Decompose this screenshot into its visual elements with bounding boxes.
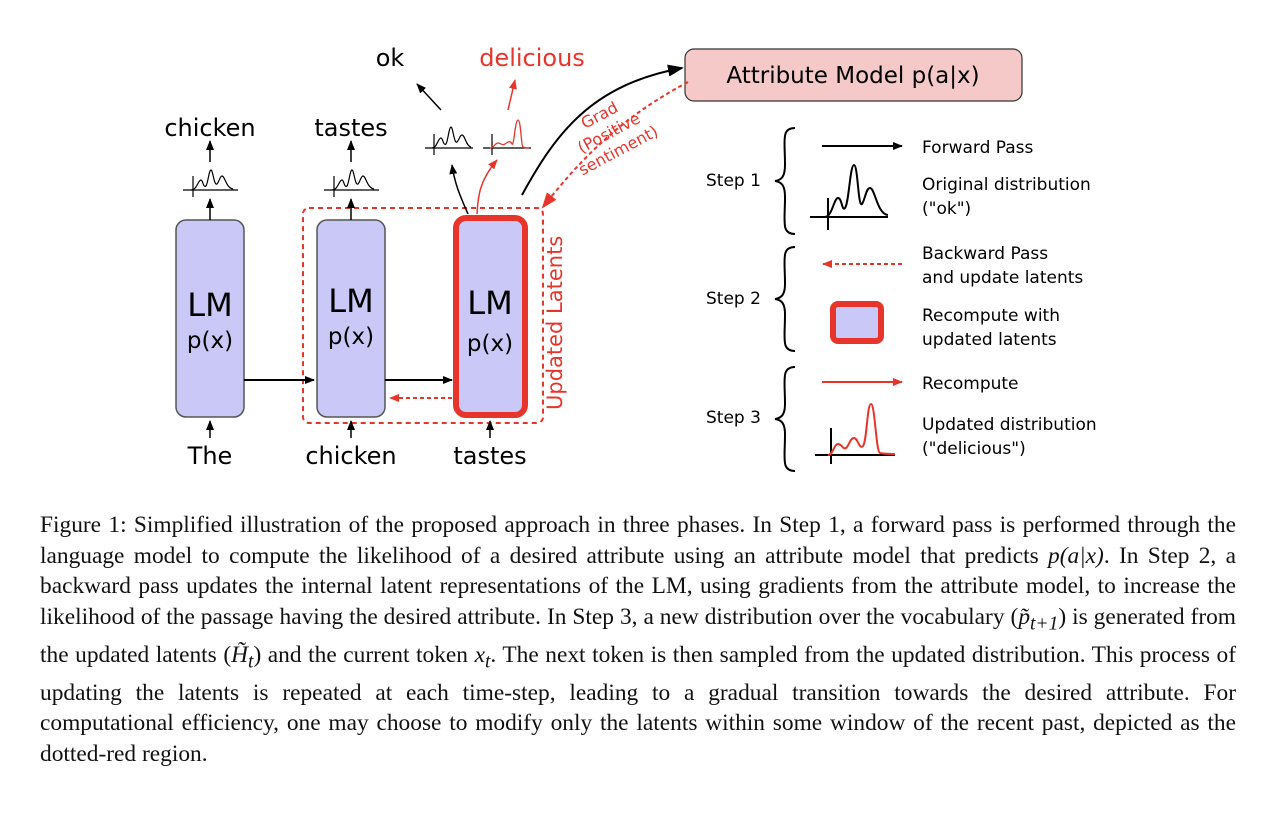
attribute-model-box: Attribute Model p(a|x) [684,48,1023,102]
caption-text-2: . In Step 2, a backward pass updates the… [40,542,1236,630]
black-distribution-icon [810,163,889,230]
caption-text-1: Simplified illustration of the proposed … [40,512,1236,569]
updated-distribution-icon [483,119,531,155]
updated-latents-label: Updated Latents [543,236,567,410]
legend-step-3-label: Step 3 [706,408,761,428]
attribute-model-label: Attribute Model p(a|x) [726,63,979,89]
forward-to-attribute-arrow [521,64,684,196]
lm-block-2-subtitle: p(x) [328,324,374,350]
caption-text-4: ) and the current token [253,641,475,668]
lm-block-3-title: LM [467,284,512,322]
lm-block-2-title: LM [328,282,373,320]
output-token-chicken: chicken [164,114,255,142]
lm-block-3-subtitle: p(x) [467,331,513,357]
lm-block-3-updated: LM p(x) [453,215,528,418]
output-lm2: tastes [314,114,388,220]
legend-backward-pass-sub: and update latents [922,268,1083,288]
input-token-chicken: chicken [305,442,396,470]
output-lm1: chicken [164,114,256,220]
input-token-the: The [187,442,233,470]
legend-updated-distribution-sub: ("delicious") [922,439,1026,459]
legend-recompute-updated: Recompute with [922,306,1060,326]
branch-output-delicious: delicious [479,44,585,72]
input-token-tastes: tastes [453,442,526,470]
caption-math-p-a-given-x: p(a|x) [1048,542,1104,569]
legend-step-2: Step 2 Backward Pass and update latents … [706,244,1083,352]
lm-block-1-subtitle: p(x) [187,328,233,354]
caption-math-h-tilde-sub: t [248,651,254,673]
distribution-icon [183,169,238,197]
brace-icon [774,127,796,235]
legend-step-1: Step 1 Forward Pass Original distributio… [706,127,1091,235]
legend-step-2-label: Step 2 [706,289,761,309]
caption-math-x: x [474,641,485,668]
red-distribution-icon [815,402,896,464]
lm-block-2: LM p(x) [316,219,386,418]
output-lm3-branches: ok delicious [376,44,585,215]
output-token-tastes: tastes [314,114,387,142]
legend-step-1-label: Step 1 [706,171,761,191]
legend: Step 1 Forward Pass Original distributio… [706,127,1097,472]
brace-icon [774,366,796,472]
legend-original-distribution-sub: ("ok") [922,199,971,219]
legend-recompute: Recompute [922,374,1019,394]
distribution-icon [324,169,379,197]
gradient-backward-arrow [541,81,689,209]
legend-forward-pass: Forward Pass [922,138,1034,158]
brace-icon [774,246,796,352]
legend-step-3: Step 3 Recompute Updated distribution ("… [706,366,1097,472]
lm-block-1: LM p(x) [175,219,245,418]
original-distribution-icon [425,126,473,155]
caption-label: Figure 1: [40,512,127,538]
input-tokens: The chicken tastes [187,420,527,470]
caption-math-p-tilde-sub: t+1 [1030,613,1059,635]
lm-block-1-title: LM [187,286,232,324]
legend-recompute-updated-sub: updated latents [922,330,1057,350]
caption-math-p-tilde: p̃ [1018,603,1031,630]
caption-math-x-sub: t [484,651,491,673]
pplm-diagram: Updated Latents LM p(x) LM p(x) LM p(x) … [164,44,1097,472]
caption-math-h-tilde: H̃ [231,641,249,668]
red-box-icon [830,301,884,344]
legend-backward-pass: Backward Pass [922,244,1048,264]
caption-text-5: . The next token is then sampled from th… [40,641,1236,767]
figure-caption: Figure 1: Simplified illustration of the… [40,510,1236,769]
legend-original-distribution: Original distribution [922,175,1091,195]
grad-label: Grad (Positive sentiment) [574,98,661,180]
caption-text-3: ) is generated from the updated latents … [40,603,1237,668]
legend-updated-distribution: Updated distribution [922,415,1097,435]
branch-output-ok: ok [376,44,405,72]
